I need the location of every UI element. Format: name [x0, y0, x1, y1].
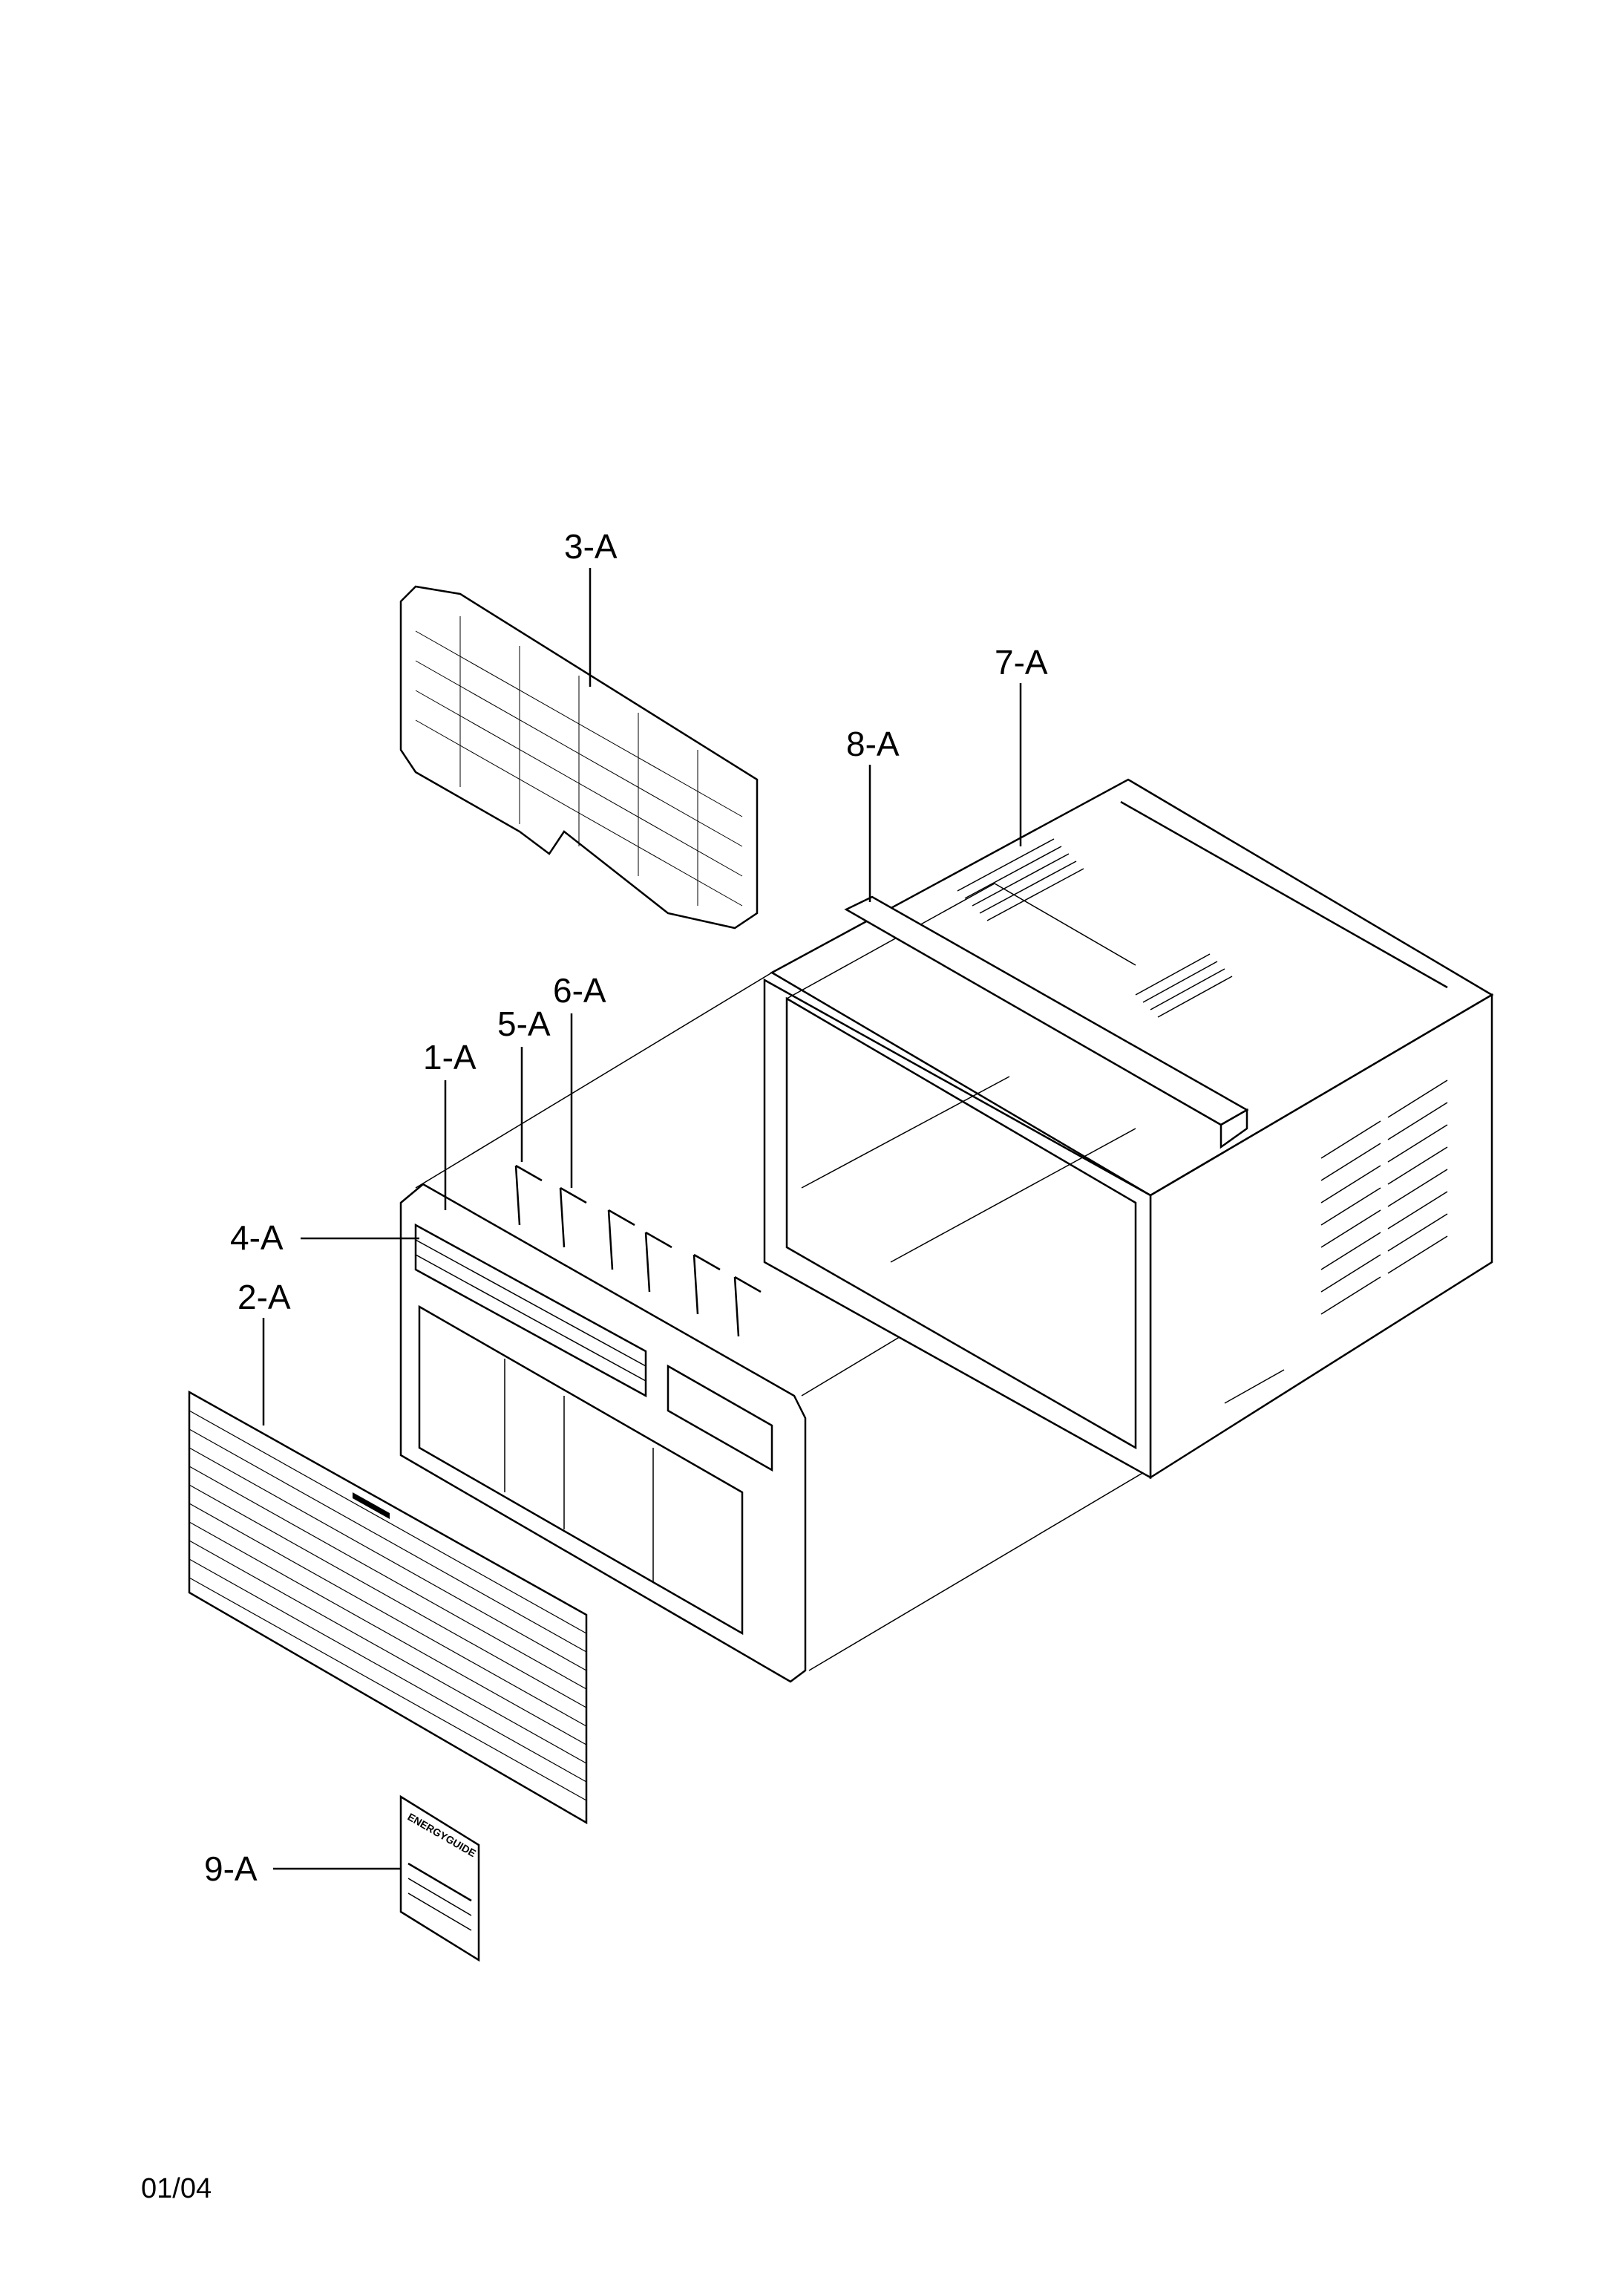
side-vents [1224, 1080, 1448, 1404]
cabinet-case [763, 778, 1494, 1480]
label-part-2: 2-A [238, 1278, 291, 1316]
leader-lines [262, 568, 1022, 1870]
label-part-3: 3-A [564, 527, 618, 566]
top-rail [844, 895, 1249, 1149]
front-grille [188, 1390, 588, 1825]
label-part-7: 7-A [995, 643, 1048, 682]
top-vents [957, 800, 1448, 1018]
front-frame [399, 1183, 807, 1683]
energy-guide-label: ENERGYGUIDE [399, 1794, 480, 1962]
label-part-4: 4-A [230, 1218, 284, 1257]
label-part-1: 1-A [423, 1038, 477, 1077]
label-part-5: 5-A [497, 1005, 551, 1043]
label-part-9: 9-A [204, 1849, 258, 1888]
label-part-8: 8-A [846, 725, 900, 763]
louver-blades [514, 1164, 762, 1337]
label-part-6: 6-A [553, 971, 606, 1010]
footer-date-code: 01/04 [141, 2173, 212, 2204]
air-filter [399, 585, 759, 930]
